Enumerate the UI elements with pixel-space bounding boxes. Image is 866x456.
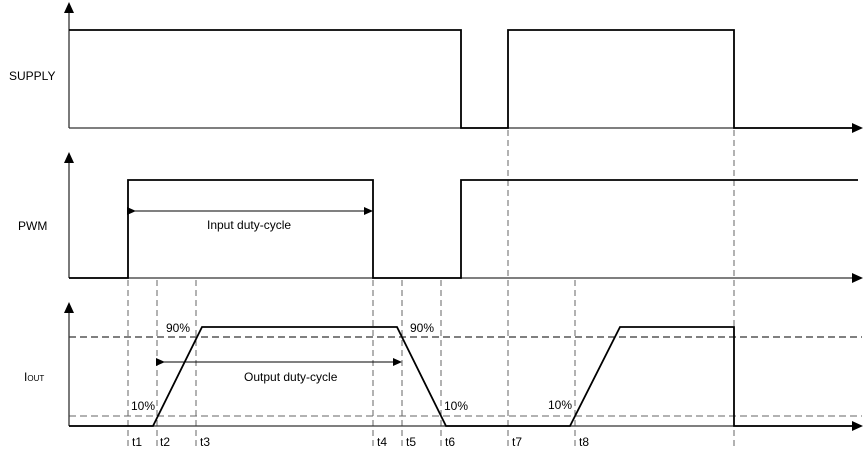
time-marker-t4: t4: [377, 435, 388, 449]
time-marker-t2: t2: [160, 435, 171, 449]
time-marker-lines: [127, 130, 735, 450]
pct90-rise-label: 90%: [166, 321, 191, 335]
axis-arrows: [64, 2, 863, 431]
pwm-trace: [69, 179, 858, 279]
iout-trace: [69, 326, 852, 427]
output-duty-label: Output duty-cycle: [244, 370, 338, 384]
time-marker-t6: t6: [445, 435, 456, 449]
iout-label: IOUT: [24, 370, 44, 386]
time-marker-t5: t5: [406, 435, 417, 449]
input-duty-label: Input duty-cycle: [207, 218, 292, 232]
pct10-rise2-label: 10%: [548, 398, 573, 412]
supply-label: SUPPLY: [9, 69, 56, 83]
time-marker-t1: t1: [132, 435, 143, 449]
supply-trace: [69, 29, 852, 129]
pwm-label: PWM: [18, 219, 48, 233]
pct10-fall-label: 10%: [444, 399, 469, 413]
time-marker-t7: t7: [512, 435, 523, 449]
pct90-fall-label: 90%: [410, 321, 435, 335]
pct10-rise-label: 10%: [131, 399, 156, 413]
iout-label-main: I: [24, 370, 28, 384]
iout-label-sub: OUT: [27, 374, 45, 383]
time-marker-t3: t3: [200, 435, 211, 449]
time-marker-t8: t8: [579, 435, 590, 449]
